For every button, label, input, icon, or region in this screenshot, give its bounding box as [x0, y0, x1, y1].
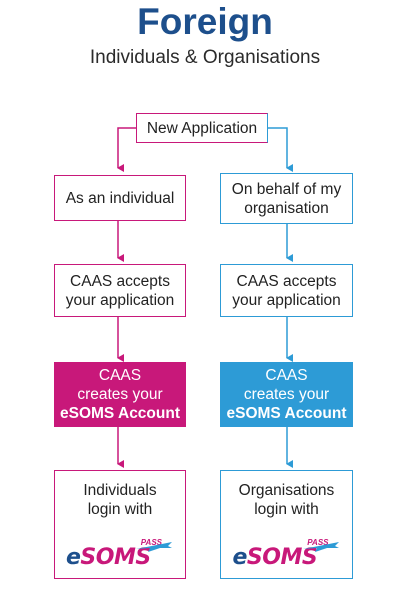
- connector-start-individual: [117, 127, 136, 172]
- plane-icon: [302, 542, 339, 552]
- individual-accept-line1: CAAS accepts: [70, 272, 170, 290]
- organisation-step-choice: On behalf of my organisation: [220, 173, 353, 224]
- logo-pass-tag: PASS: [140, 538, 162, 547]
- organisation-choice-line1: On behalf of my: [231, 180, 342, 198]
- esoms-pass-logo: PASS eSOMS: [233, 533, 341, 569]
- individual-step-accept: CAAS accepts your application: [54, 264, 186, 317]
- organisation-create-line1: CAAS: [265, 367, 308, 384]
- individual-step-create-account: CAAS creates your eSOMS Account: [54, 362, 186, 427]
- page-subtitle: Individuals & Organisations: [89, 47, 321, 68]
- connector-start-organisation: [268, 127, 293, 172]
- esoms-pass-logo: PASS eSOMS: [66, 533, 174, 569]
- individual-login-line2: login with: [87, 501, 153, 518]
- organisation-step-create-account: CAAS creates your eSOMS Account: [220, 362, 353, 427]
- organisation-create-line2: creates your: [243, 386, 330, 403]
- individual-choice-label: As an individual: [65, 189, 175, 207]
- new-application-label: New Application: [146, 119, 258, 137]
- organisation-step-accept: CAAS accepts your application: [220, 264, 353, 317]
- page-title: Foreign: [137, 1, 273, 42]
- individual-create-line3: eSOMS Account: [60, 405, 180, 422]
- individual-create-line1: CAAS: [98, 367, 142, 384]
- individual-step-choice: As an individual: [54, 175, 186, 221]
- individual-accept-line2: your application: [65, 291, 175, 309]
- logo-wordmark: eSOMS: [232, 545, 318, 570]
- new-application-box: New Application: [136, 113, 268, 143]
- organisation-accept-line2: your application: [232, 291, 341, 309]
- organisation-step-login: Organisations login with PASS eSOMS: [220, 470, 353, 579]
- logo-pass-tag: PASS: [307, 538, 329, 547]
- individual-create-line2: creates your: [77, 386, 163, 403]
- individual-step-login: Individuals login with PASS eSOMS: [54, 470, 186, 579]
- individual-login-line1: Individuals: [83, 482, 157, 499]
- organisation-accept-line1: CAAS accepts: [236, 272, 337, 290]
- organisation-login-line1: Organisations: [238, 482, 335, 499]
- plane-icon: [136, 542, 172, 552]
- organisation-login-line2: login with: [254, 501, 319, 518]
- organisation-create-line3: eSOMS Account: [226, 405, 347, 422]
- organisation-choice-line2: organisation: [244, 199, 329, 217]
- logo-wordmark: eSOMS: [66, 545, 151, 570]
